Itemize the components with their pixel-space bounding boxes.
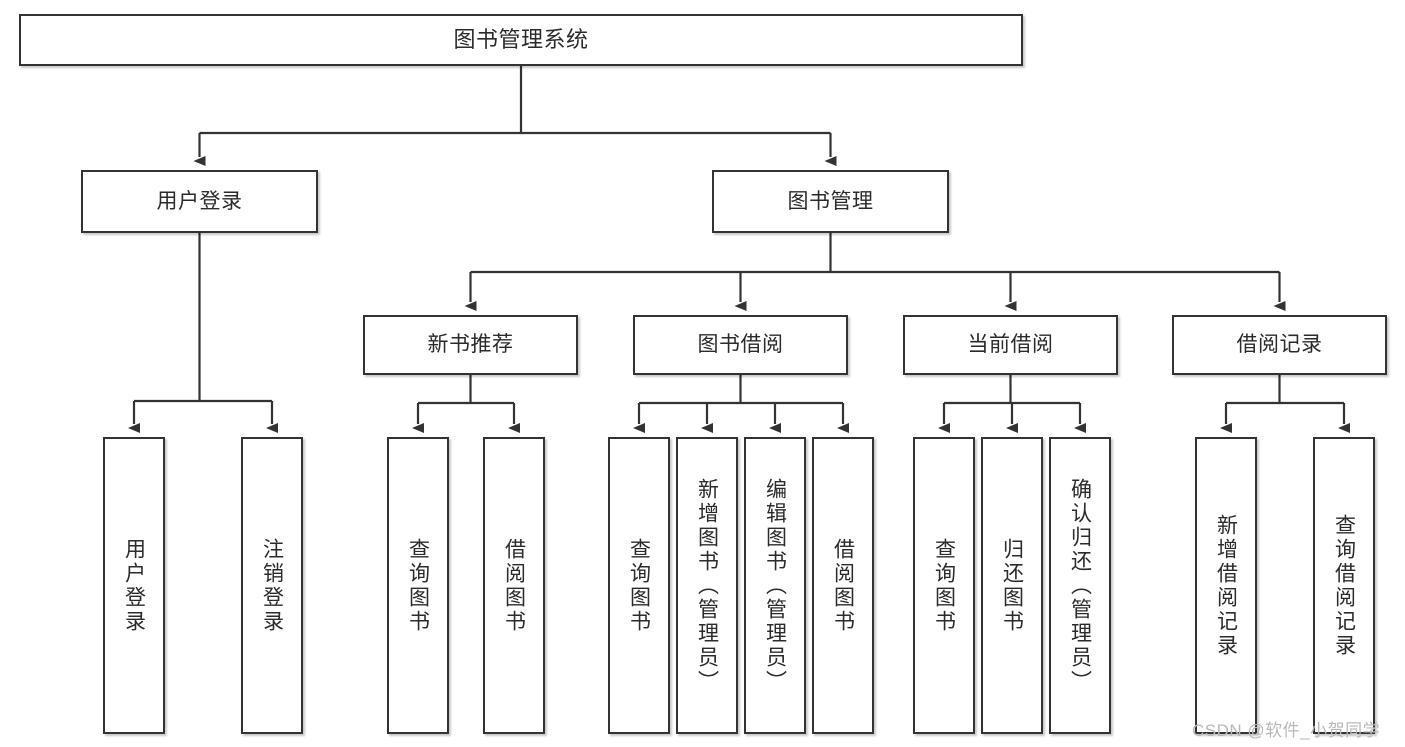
node-leaf-query-book-current[interactable]: 查询图书 xyxy=(913,437,975,734)
node-leaf-return-book-label: 归还图书 xyxy=(1000,537,1024,634)
node-leaf-query-book-borrow-label: 查询图书 xyxy=(627,537,651,634)
node-leaf-user-login-label: 用户登录 xyxy=(122,537,146,634)
node-leaf-borrow-book-recommend[interactable]: 借阅图书 xyxy=(483,437,545,734)
node-leaf-logout-login-label: 注销登录 xyxy=(260,537,284,634)
node-new-book-recommend[interactable]: 新书推荐 xyxy=(363,315,578,375)
node-leaf-query-borrow-record-label: 查询借阅记录 xyxy=(1332,513,1356,658)
node-new-book-recommend-label: 新书推荐 xyxy=(427,333,514,357)
node-leaf-user-login[interactable]: 用户登录 xyxy=(103,437,165,734)
node-borrow-record[interactable]: 借阅记录 xyxy=(1172,315,1387,375)
node-user-login-label: 用户登录 xyxy=(156,189,243,213)
node-leaf-add-borrow-record[interactable]: 新增借阅记录 xyxy=(1195,437,1257,734)
node-root-label: 图书管理系统 xyxy=(453,26,589,52)
node-user-login[interactable]: 用户登录 xyxy=(81,170,318,233)
node-leaf-logout-login[interactable]: 注销登录 xyxy=(241,437,303,734)
node-leaf-return-book[interactable]: 归还图书 xyxy=(981,437,1043,734)
node-leaf-add-borrow-record-label: 新增借阅记录 xyxy=(1214,513,1238,658)
node-book-management[interactable]: 图书管理 xyxy=(712,170,949,233)
node-current-borrow[interactable]: 当前借阅 xyxy=(903,315,1118,375)
node-leaf-confirm-return-admin-label: 确认归还（管理员） xyxy=(1068,477,1092,694)
csdn-watermark: CSDN @软件_小贺同学 xyxy=(1192,721,1381,740)
node-leaf-edit-book-admin[interactable]: 编辑图书（管理员） xyxy=(744,437,806,734)
node-leaf-query-borrow-record[interactable]: 查询借阅记录 xyxy=(1313,437,1375,734)
node-leaf-add-book-admin[interactable]: 新增图书（管理员） xyxy=(676,437,738,734)
node-leaf-borrow-book-recommend-label: 借阅图书 xyxy=(502,537,526,634)
node-leaf-query-book-current-label: 查询图书 xyxy=(932,537,956,634)
node-root[interactable]: 图书管理系统 xyxy=(19,14,1023,66)
node-leaf-borrow-book-label: 借阅图书 xyxy=(831,537,855,634)
node-leaf-edit-book-admin-label: 编辑图书（管理员） xyxy=(763,477,787,694)
node-leaf-query-book-recommend-label: 查询图书 xyxy=(406,537,430,634)
node-current-borrow-label: 当前借阅 xyxy=(967,333,1054,357)
node-book-management-label: 图书管理 xyxy=(787,189,874,213)
node-leaf-confirm-return-admin[interactable]: 确认归还（管理员） xyxy=(1049,437,1111,734)
node-borrow-record-label: 借阅记录 xyxy=(1236,333,1323,357)
node-leaf-add-book-admin-label: 新增图书（管理员） xyxy=(695,477,719,694)
node-leaf-query-book-recommend[interactable]: 查询图书 xyxy=(387,437,449,734)
node-book-borrow[interactable]: 图书借阅 xyxy=(633,315,848,375)
node-leaf-query-book-borrow[interactable]: 查询图书 xyxy=(608,437,670,734)
node-leaf-borrow-book[interactable]: 借阅图书 xyxy=(812,437,874,734)
node-book-borrow-label: 图书借阅 xyxy=(697,333,784,357)
